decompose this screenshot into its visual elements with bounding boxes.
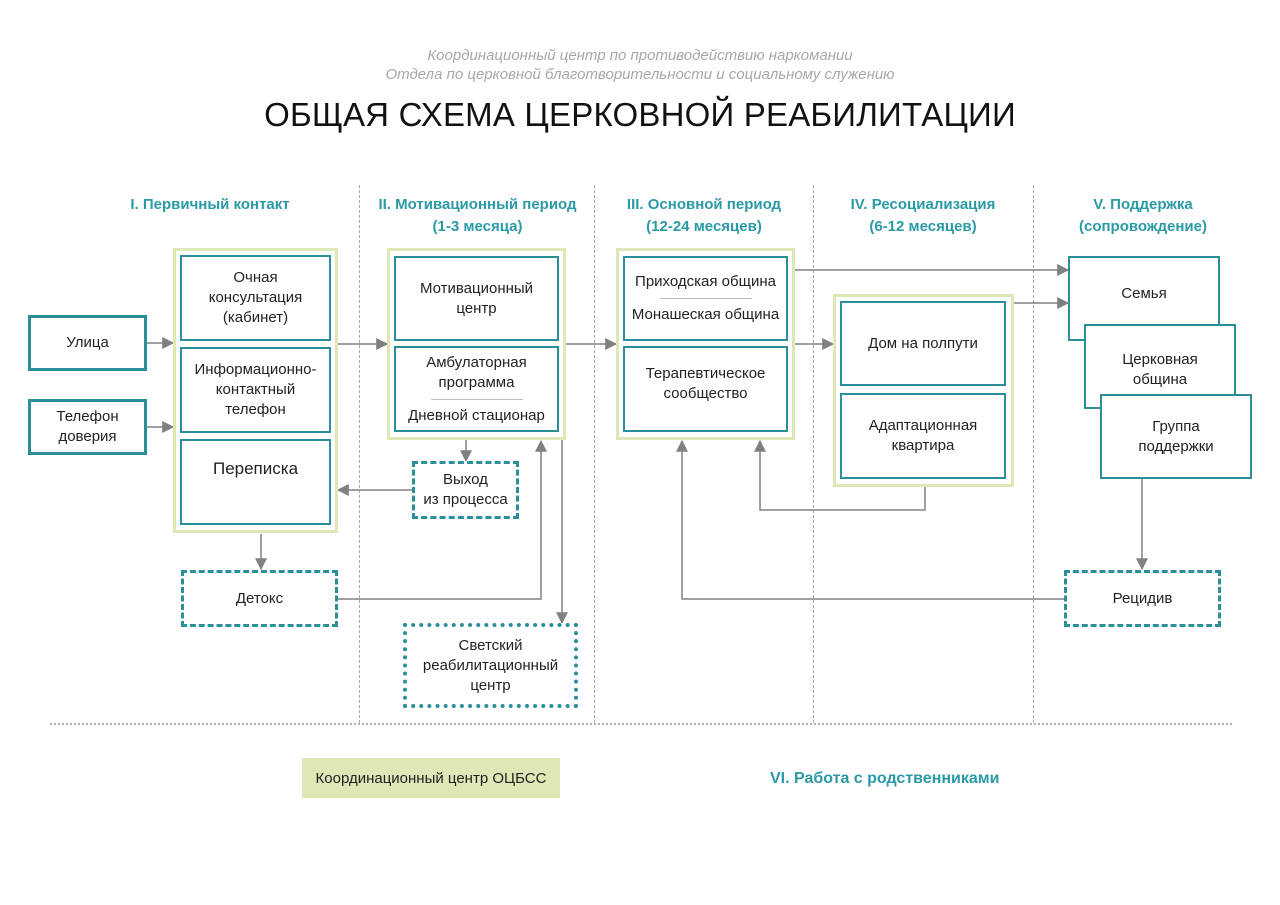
church-community-label-1: Церковная: [1122, 351, 1198, 368]
subtitle-line-1: Координационный центр по противодействию…: [427, 47, 853, 64]
phase-3-duration: (12-24 месяцев): [646, 218, 762, 235]
consultation-label-1: Очная: [233, 269, 278, 286]
column-divider: [359, 185, 360, 723]
support-group-label-1: Группа: [1152, 417, 1200, 435]
helpline-label-1: Телефон: [56, 408, 119, 425]
legend-coordination-center: Координационный центр ОЦБСС: [302, 758, 560, 798]
phase-heading-1: I. Первичный контакт: [100, 194, 320, 216]
secular-rehab-center-box[interactable]: Светский реабилитационный центр: [403, 623, 578, 708]
communities-box[interactable]: Приходская община Монашеская община: [623, 256, 788, 341]
process-exit-label-1: Выход: [443, 471, 488, 488]
info-phone-box[interactable]: Информационно- контактный телефон: [180, 347, 331, 433]
street-box[interactable]: Улица: [28, 315, 147, 371]
adaptation-flat-box[interactable]: Адаптационная квартира: [840, 393, 1006, 479]
column-divider: [1033, 185, 1034, 723]
phase-2-title: II. Мотивационный период: [378, 196, 577, 213]
halfway-house-label: Дом на полпути: [868, 334, 978, 352]
arrow-detox-to-motivation: [338, 439, 547, 600]
info-phone-label-1: Информационно-: [194, 361, 317, 378]
consultation-label-3: (кабинет): [222, 309, 289, 326]
info-phone-label-2: контактный: [215, 381, 296, 398]
outpatient-label-2: программа: [438, 373, 515, 391]
monastic-community-label: Монашеская община: [631, 306, 780, 323]
relatives-work-heading: VI. Работа с родственниками: [770, 770, 1000, 787]
therapeutic-label-2: сообщество: [663, 385, 748, 402]
legend-label: Координационный центр ОЦБСС: [315, 769, 547, 787]
parish-community-label: Приходская община: [635, 273, 776, 290]
secular-rehab-label-3: центр: [470, 676, 511, 694]
phase-heading-4: IV. Ресоциализация (6-12 месяцев): [813, 194, 1033, 238]
section-divider: [50, 723, 1232, 725]
arrow-adapt-to-main: [754, 439, 926, 511]
relapse-label: Рецидив: [1112, 589, 1173, 607]
halfway-house-box[interactable]: Дом на полпути: [840, 301, 1006, 386]
helpline-box[interactable]: Телефон доверия: [28, 399, 147, 455]
info-phone-label-3: телефон: [225, 401, 286, 418]
phase-2-duration: (1-3 месяца): [432, 218, 523, 235]
street-label: Улица: [66, 334, 109, 351]
separator: [659, 298, 752, 299]
phase-5-title: V. Поддержка: [1093, 196, 1193, 213]
outpatient-box[interactable]: Амбулаторная программа Дневной стационар: [394, 346, 559, 432]
motivation-center-label-1: Мотивационный: [419, 279, 534, 297]
relapse-box[interactable]: Рецидив: [1064, 570, 1221, 627]
adaptation-label-2: квартира: [891, 437, 955, 454]
support-group-box[interactable]: Группа поддержки: [1100, 394, 1252, 479]
column-divider: [594, 185, 595, 723]
detox-box[interactable]: Детокс: [181, 570, 338, 627]
phase-4-title: IV. Ресоциализация: [850, 196, 996, 213]
correspondence-label: Переписка: [212, 459, 299, 478]
phase-heading-5: V. Поддержка (сопровождение): [1033, 194, 1253, 238]
phase-5-duration: (сопровождение): [1079, 218, 1207, 235]
phase-heading-3: III. Основной период (12-24 месяцев): [594, 194, 814, 238]
phase-4-duration: (6-12 месяцев): [869, 218, 977, 235]
page-title: ОБЩАЯ СХЕМА ЦЕРКОВНОЙ РЕАБИЛИТАЦИИ: [264, 96, 1016, 133]
church-community-label-2: община: [1132, 371, 1188, 388]
column-divider: [813, 185, 814, 723]
therapeutic-label-1: Терапевтическое: [645, 365, 766, 382]
helpline-label-2: доверия: [58, 428, 117, 445]
consultation-label-2: консультация: [208, 289, 303, 306]
subtitle-line-2: Отдела по церковной благотворительности …: [385, 66, 895, 83]
secular-rehab-label-2: реабилитационный: [422, 656, 559, 674]
outpatient-label-1: Амбулаторная: [426, 353, 527, 371]
detox-label: Детокс: [235, 589, 284, 607]
correspondence-box[interactable]: Переписка: [180, 439, 331, 525]
day-hospital-label: Дневной стационар: [408, 406, 545, 424]
consultation-box[interactable]: Очная консультация (кабинет): [180, 255, 331, 341]
phase-1-title: I. Первичный контакт: [130, 196, 290, 213]
process-exit-label-2: из процесса: [423, 491, 508, 508]
phase-3-title: III. Основной период: [626, 196, 782, 213]
process-exit-box[interactable]: Выход из процесса: [412, 461, 519, 519]
adaptation-label-1: Адаптационная: [868, 417, 978, 434]
separator: [430, 398, 523, 400]
arrow-relapse-to-main: [676, 439, 1064, 600]
motivation-center-label-2: центр: [456, 299, 497, 317]
support-group-label-2: поддержки: [1138, 437, 1214, 455]
secular-rehab-label-1: Светский: [458, 636, 523, 654]
family-label: Семья: [1121, 285, 1167, 302]
therapeutic-community-box[interactable]: Терапевтическое сообщество: [623, 346, 788, 432]
motivation-center-box[interactable]: Мотивационный центр: [394, 256, 559, 341]
phase-heading-2: II. Мотивационный период (1-3 месяца): [355, 194, 600, 238]
